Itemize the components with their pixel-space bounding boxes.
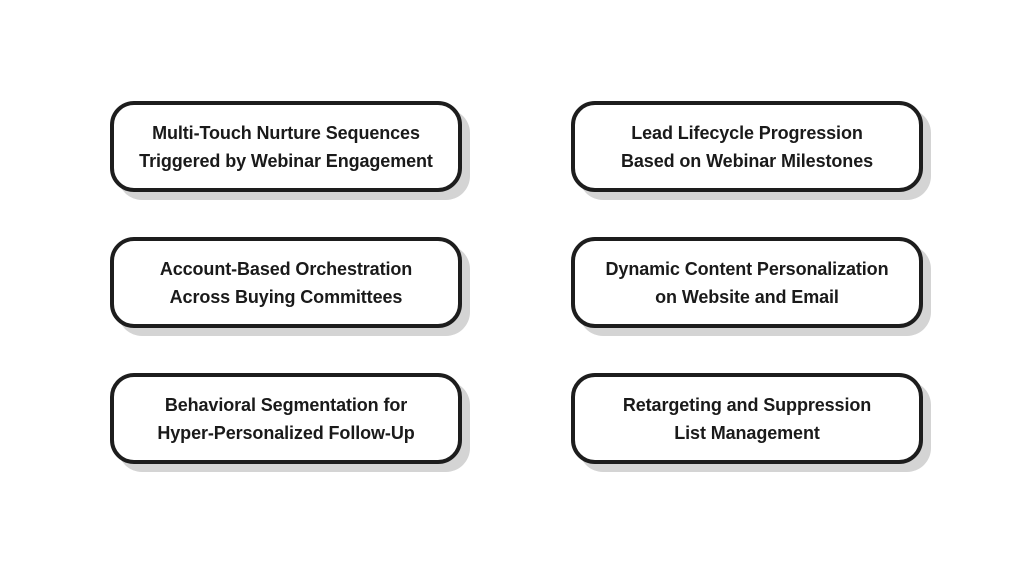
card-label: Multi-Touch Nurture Sequences Triggered … <box>139 122 433 171</box>
card-account-based-orchestration[interactable]: Account-Based Orchestration Across Buyin… <box>110 237 462 328</box>
card-label: Behavioral Segmentation for Hyper-Person… <box>157 394 415 443</box>
card-lead-lifecycle-progression[interactable]: Lead Lifecycle Progression Based on Webi… <box>571 101 923 192</box>
card-label: Lead Lifecycle Progression Based on Webi… <box>620 122 874 171</box>
card-label: Retargeting and Suppression List Managem… <box>622 394 872 443</box>
card-multi-touch-nurture-sequences[interactable]: Multi-Touch Nurture Sequences Triggered … <box>110 101 462 192</box>
card-label: Account-Based Orchestration Across Buyin… <box>159 258 413 307</box>
card-dynamic-content-personalization[interactable]: Dynamic Content Personalization on Websi… <box>571 237 923 328</box>
card-label: Dynamic Content Personalization on Websi… <box>605 258 889 307</box>
card-grid: Multi-Touch Nurture Sequences Triggered … <box>110 101 923 464</box>
card-behavioral-segmentation[interactable]: Behavioral Segmentation for Hyper-Person… <box>110 373 462 464</box>
card-retargeting-and-suppression[interactable]: Retargeting and Suppression List Managem… <box>571 373 923 464</box>
